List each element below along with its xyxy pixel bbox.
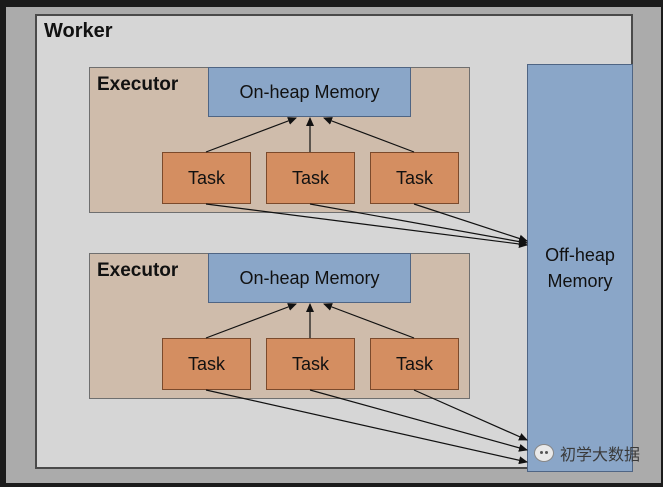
arrow-task-1-1-to-onheap <box>205 117 297 153</box>
onheap-memory-1: On-heap Memory <box>208 67 411 117</box>
wechat-icon <box>534 444 554 462</box>
arrow-task-1-3-to-onheap <box>323 117 415 153</box>
offheap-label-line2: Memory <box>547 271 613 291</box>
arrow-task-2-1-to-onheap <box>205 303 297 339</box>
arrow-task-2-1-to-offheap <box>205 389 528 465</box>
onheap-memory-2: On-heap Memory <box>208 253 411 303</box>
arrow-task-2-3-to-offheap <box>413 389 528 441</box>
task-1-2: Task <box>266 152 355 204</box>
arrow-task-1-1-to-offheap <box>205 203 528 248</box>
watermark-text: 初学大数据 <box>560 447 641 464</box>
task-2-1: Task <box>162 338 251 390</box>
arrow-task-2-2-to-offheap <box>309 389 528 452</box>
executor-label-2: Executor <box>97 260 179 281</box>
task-1-1: Task <box>162 152 251 204</box>
offheap-label-line1: Off-heap <box>545 245 615 265</box>
watermark: 初学大数据 <box>534 441 640 465</box>
task-2-2: Task <box>266 338 355 390</box>
arrow-task-2-3-to-onheap <box>323 303 415 339</box>
task-1-3: Task <box>370 152 459 204</box>
arrow-task-1-3-to-offheap <box>413 203 528 243</box>
worker-label: Worker <box>44 20 113 42</box>
task-2-3: Task <box>370 338 459 390</box>
arrow-task-1-2-to-offheap <box>309 203 528 246</box>
executor-label-1: Executor <box>97 74 179 95</box>
offheap-memory: Off-heap Memory <box>527 64 633 472</box>
